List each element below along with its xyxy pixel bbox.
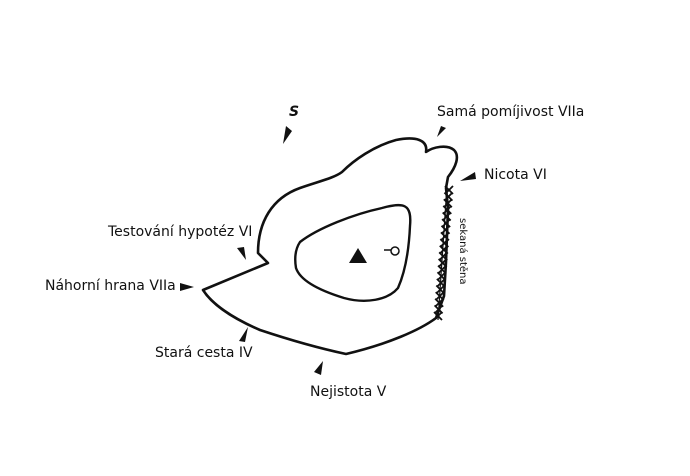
hatch-mark [443, 191, 454, 202]
hatch-mark [440, 225, 451, 235]
route-arrow-sama-pomijivost [437, 126, 446, 137]
route-arrow-nahorni-hrana [180, 283, 194, 291]
summit-triangle-icon [349, 248, 367, 263]
hatch-mark [441, 218, 451, 228]
route-arrow-nicota [460, 172, 476, 181]
north-label: S [289, 104, 300, 120]
cut-wall-hatching [433, 185, 454, 321]
plateau-outline [294, 203, 412, 302]
north-arrow-icon [283, 126, 292, 144]
wall-note-label: sekaná stěna [457, 218, 468, 285]
route-arrow-stara-cesta [239, 327, 248, 342]
hatch-mark [436, 271, 447, 281]
route-label-nicota: Nicota VI [484, 167, 547, 183]
hatch-mark [442, 211, 452, 222]
route-label-nejistota: Nejistota V [310, 384, 387, 400]
hatch-mark [433, 304, 444, 315]
hatch-mark [437, 258, 448, 268]
hatch-mark [443, 198, 453, 208]
route-arrow-testovani-hypotez [237, 247, 246, 260]
hatch-mark [439, 238, 450, 248]
hatch-mark [435, 284, 445, 295]
route-arrow-nejistota [314, 361, 323, 375]
rock-outline [201, 137, 459, 356]
hatch-mark [437, 264, 447, 275]
hatch-mark [438, 251, 448, 261]
hatch-mark [439, 245, 449, 255]
route-label-stara-cesta: Stará cesta IV [155, 345, 253, 361]
hatch-mark [436, 278, 446, 288]
hatch-mark [434, 298, 444, 308]
route-label-testovani-hypotez: Testování hypotéz VI [108, 224, 253, 240]
route-label-nahorni-hrana: Náhorní hrana VIIa [45, 278, 176, 294]
summit-register-icon [384, 246, 400, 256]
hatch-mark [442, 205, 452, 215]
hatch-mark [433, 311, 443, 321]
hatch-mark [444, 185, 454, 195]
route-label-sama-pomijivost: Samá pomíjivost VIIa [437, 104, 585, 120]
hatch-mark [435, 291, 445, 301]
hatch-mark [440, 231, 450, 242]
